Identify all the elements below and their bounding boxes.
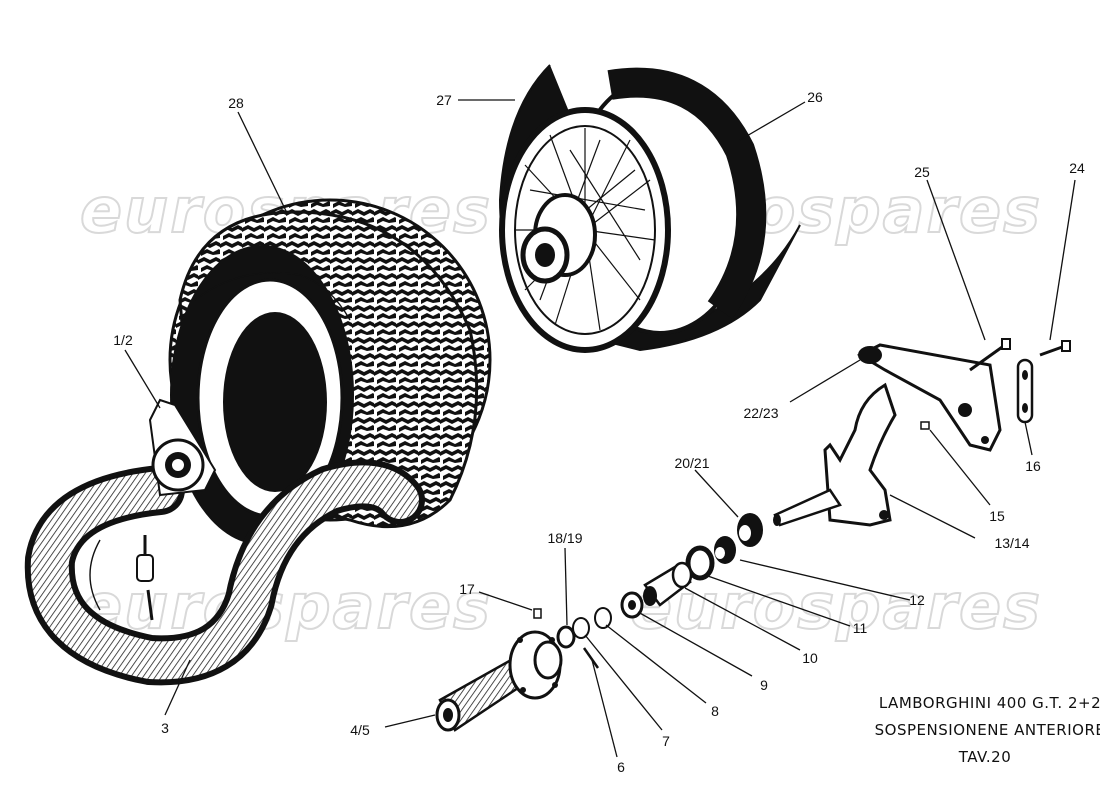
callout-25: 25 [914, 164, 930, 180]
callout-16: 16 [1025, 458, 1041, 474]
callout-24: 24 [1069, 160, 1085, 176]
leader-13-14 [889, 494, 976, 539]
title-block: LAMBORGHINI 400 G.T. 2+2 SOSPENSIONENE A… [875, 694, 1100, 766]
callout-10: 10 [802, 650, 818, 666]
callout-4-5: 4/5 [350, 722, 370, 738]
wheel-hub-illustration [435, 630, 563, 732]
callout-28: 28 [228, 95, 244, 111]
leader-3 [164, 659, 191, 716]
leader-7 [584, 634, 663, 731]
callout-6: 6 [617, 759, 625, 775]
leader-28 [237, 111, 289, 216]
callout-9: 9 [760, 677, 768, 693]
tyre-illustration [168, 198, 492, 545]
watermark-text: eurospares [630, 570, 1042, 643]
leader-4-5 [384, 714, 436, 728]
title-section: SOSPENSIONENE ANTERIORE [875, 721, 1100, 739]
leader-16 [1024, 421, 1033, 456]
leader-17 [478, 591, 533, 611]
leader-6 [591, 659, 618, 758]
watermark-group: eurospares eurospares eurospares eurospa… [79, 173, 1042, 644]
leader-9 [637, 611, 753, 677]
steering-arm-illustration [856, 338, 1071, 452]
callout-27: 27 [436, 92, 452, 108]
bearing-stack-illustration [533, 513, 763, 669]
callout-15: 15 [989, 508, 1005, 524]
stub-axle-illustration [773, 382, 897, 527]
callout-11: 11 [853, 620, 868, 636]
leader-11 [704, 574, 851, 627]
leader-20-21 [694, 469, 739, 518]
callout-17: 17 [459, 581, 475, 597]
wire-wheel-illustration [498, 64, 801, 353]
leader-8 [605, 624, 707, 704]
callout-8: 8 [711, 703, 719, 719]
leader-18-19 [564, 547, 568, 626]
leader-24 [1049, 179, 1076, 341]
callout-7: 7 [662, 733, 670, 749]
title-model: LAMBORGHINI 400 G.T. 2+2 [879, 694, 1100, 712]
callout-labels: 28 27 26 25 24 1/2 22/23 20/21 16 15 13/… [113, 89, 1085, 775]
callout-13-14: 13/14 [994, 535, 1029, 551]
callout-3: 3 [161, 720, 169, 736]
callout-12: 12 [909, 592, 925, 608]
leader-22-23 [789, 359, 861, 403]
leader-10 [684, 587, 801, 651]
leader-15 [929, 429, 991, 506]
leader-lines [124, 99, 1076, 758]
callout-1-2: 1/2 [113, 332, 133, 348]
inner-tube-illustration [24, 459, 425, 686]
callout-22-23: 22/23 [743, 405, 778, 421]
callout-26: 26 [807, 89, 823, 105]
leader-26 [739, 101, 806, 141]
leader-12 [739, 559, 911, 601]
callout-18-19: 18/19 [547, 530, 582, 546]
leader-25 [926, 179, 986, 341]
leader-1-2 [124, 349, 161, 409]
valve-cap-illustration [148, 398, 217, 497]
callout-20-21: 20/21 [674, 455, 709, 471]
title-plate: TAV.20 [958, 748, 1011, 766]
